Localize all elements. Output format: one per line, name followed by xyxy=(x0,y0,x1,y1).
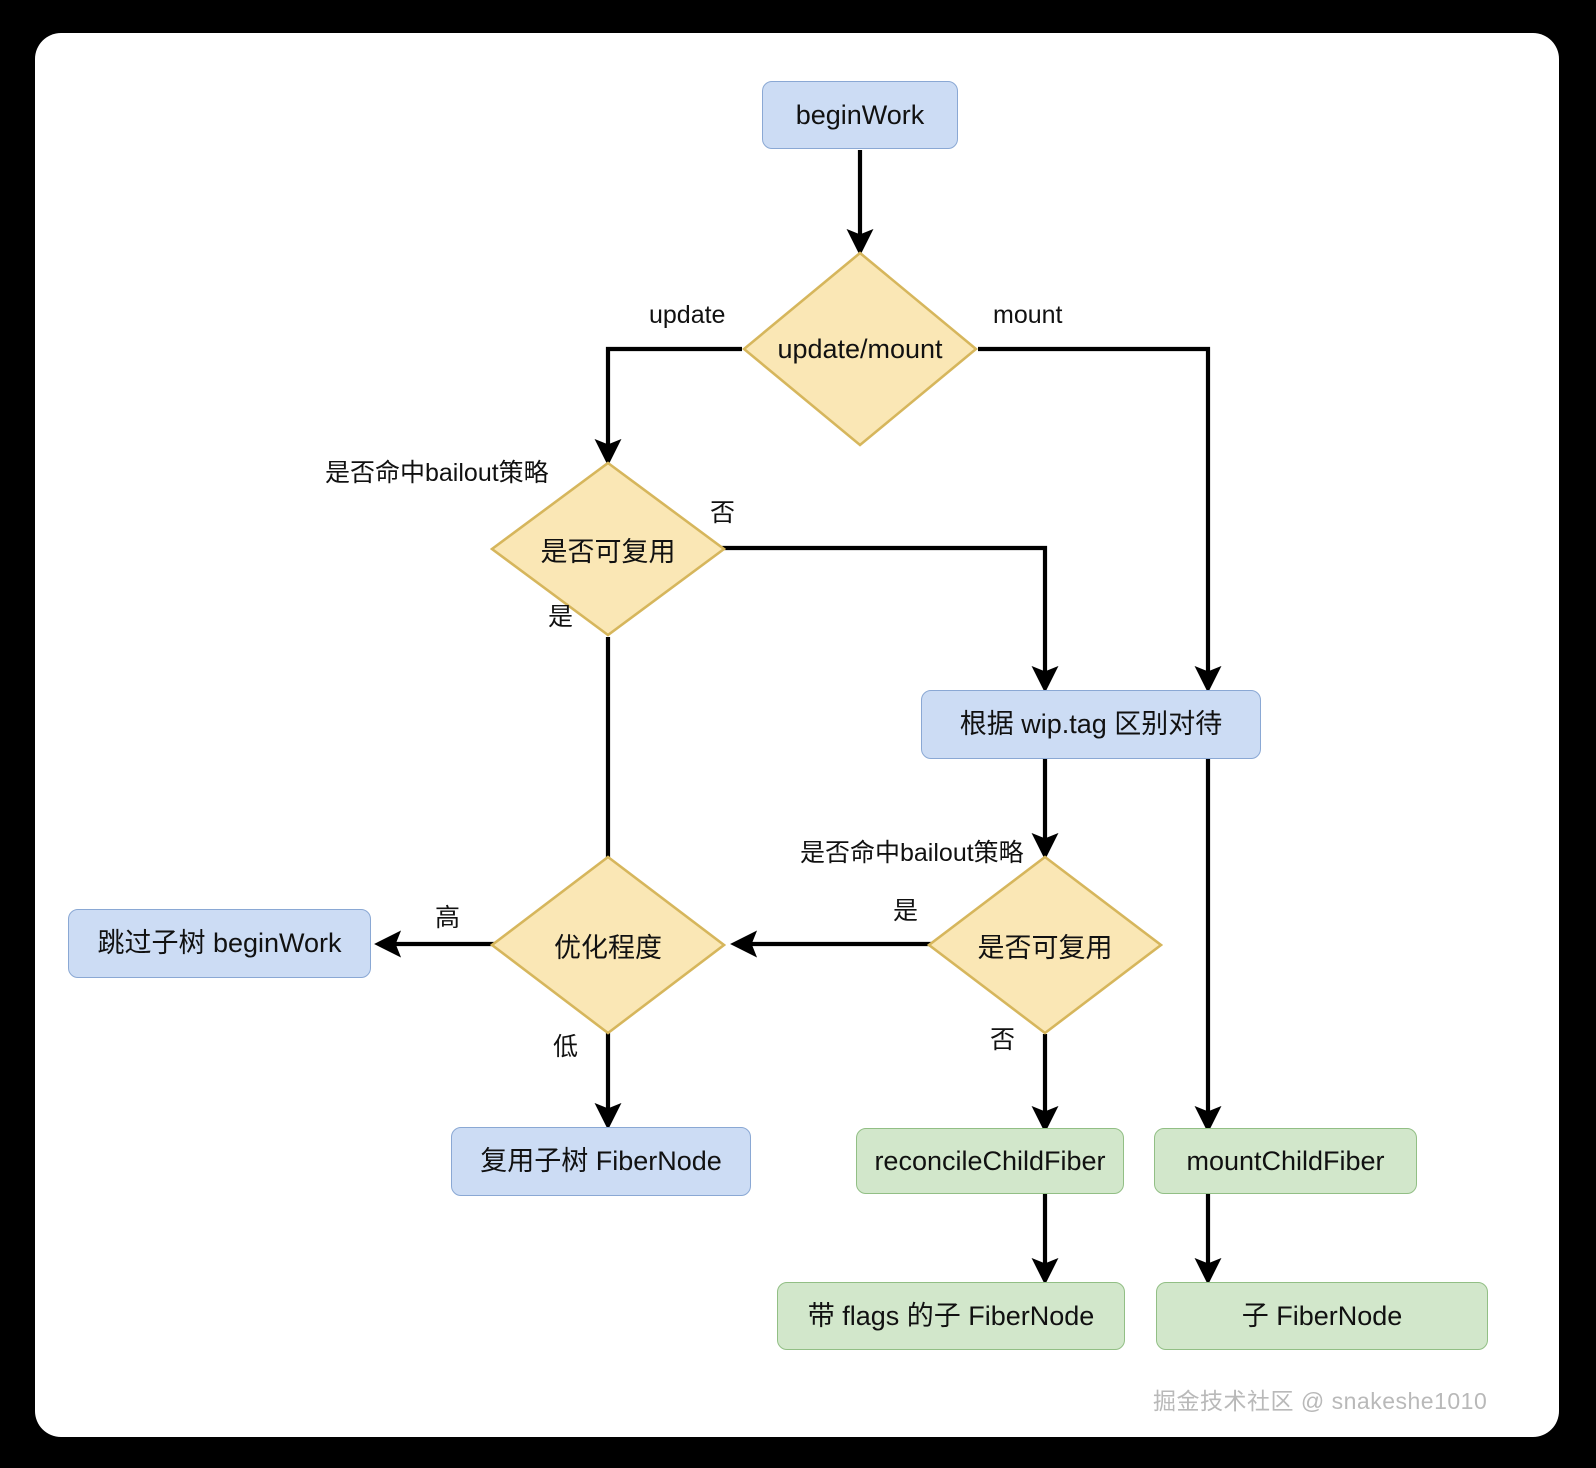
node-label: 带 flags 的子 FiberNode xyxy=(807,1300,1095,1331)
edge-label-mount-no: 否 xyxy=(990,1028,1015,1053)
node-label: 根据 wip.tag 区别对待 xyxy=(959,709,1223,740)
edge-label-text: update xyxy=(649,301,726,329)
edge-label-high: 高 xyxy=(435,906,460,931)
node-label: 是否可复用 xyxy=(977,932,1113,963)
edge-label-text: 是否命中bailout策略 xyxy=(800,839,1024,867)
watermark-text: 掘金技术社区 @ snakeshe1010 xyxy=(1153,1388,1488,1414)
node-label: mountChildFiber xyxy=(1186,1145,1385,1176)
node-label: 复用子树 FiberNode xyxy=(480,1146,722,1177)
node-reusable-mount-decision[interactable]: 是否可复用 xyxy=(927,855,1163,1035)
edge-label-text: 是 xyxy=(548,603,574,631)
node-optimize-level-decision[interactable]: 优化程度 xyxy=(490,855,726,1035)
node-label: 子 FiberNode xyxy=(1241,1300,1403,1331)
node-child-fiber[interactable]: 子 FiberNode xyxy=(1156,1282,1488,1350)
watermark: 掘金技术社区 @ snakeshe1010 xyxy=(1153,1382,1487,1416)
node-label: beginWork xyxy=(795,99,925,130)
edge-label-mount: mount xyxy=(993,303,1062,328)
node-label: 优化程度 xyxy=(554,932,662,963)
diagram-canvas: beginWork update/mount 是否可复用 根据 wip.tag … xyxy=(35,33,1559,1437)
edge-label-text: 高 xyxy=(435,904,461,932)
node-reuse-subtree[interactable]: 复用子树 FiberNode xyxy=(451,1127,751,1196)
node-begin-work[interactable]: beginWork xyxy=(762,81,958,149)
node-label: 跳过子树 beginWork xyxy=(97,928,342,959)
edge-label-text: 低 xyxy=(553,1033,579,1061)
edge-label-text: 是 xyxy=(893,897,919,925)
node-label: update/mount xyxy=(777,333,943,364)
flowchart-edges xyxy=(374,150,1222,1285)
edge-label-update-yes: 是 xyxy=(548,605,573,630)
edge-label-update-no: 否 xyxy=(710,501,735,526)
edge-update-branch xyxy=(594,346,742,466)
node-reconcile-child-fiber[interactable]: reconcileChildFiber xyxy=(856,1128,1124,1194)
edge-label-text: 否 xyxy=(710,499,736,527)
edge-label-update: update xyxy=(649,303,725,328)
diamond-shape-icon xyxy=(742,251,978,447)
node-reusable-update-decision[interactable]: 是否可复用 xyxy=(490,461,726,637)
node-update-mount-decision[interactable]: update/mount xyxy=(742,251,978,447)
node-mount-child-fiber[interactable]: mountChildFiber xyxy=(1154,1128,1417,1194)
edge-label-mount-yes: 是 xyxy=(893,899,918,924)
node-wip-tag[interactable]: 根据 wip.tag 区别对待 xyxy=(921,690,1261,759)
edge-label-bailout-mount: 是否命中bailout策略 xyxy=(800,841,1024,866)
edge-update-no xyxy=(716,545,1059,693)
node-skip-subtree[interactable]: 跳过子树 beginWork xyxy=(68,909,371,978)
diamond-shape-icon xyxy=(490,855,726,1035)
node-label: 是否可复用 xyxy=(540,536,676,567)
edge-label-text: 否 xyxy=(990,1026,1016,1054)
edge-label-bailout-update: 是否命中bailout策略 xyxy=(325,461,549,486)
node-label: reconcileChildFiber xyxy=(874,1145,1106,1176)
diamond-shape-icon xyxy=(490,461,726,637)
edge-label-text: mount xyxy=(993,301,1063,329)
node-flagged-child-fiber[interactable]: 带 flags 的子 FiberNode xyxy=(777,1282,1125,1350)
edge-mount-branch xyxy=(978,346,1222,693)
edge-label-low: 低 xyxy=(553,1035,578,1060)
edge-label-text: 是否命中bailout策略 xyxy=(325,459,549,487)
diamond-shape-icon xyxy=(927,855,1163,1035)
